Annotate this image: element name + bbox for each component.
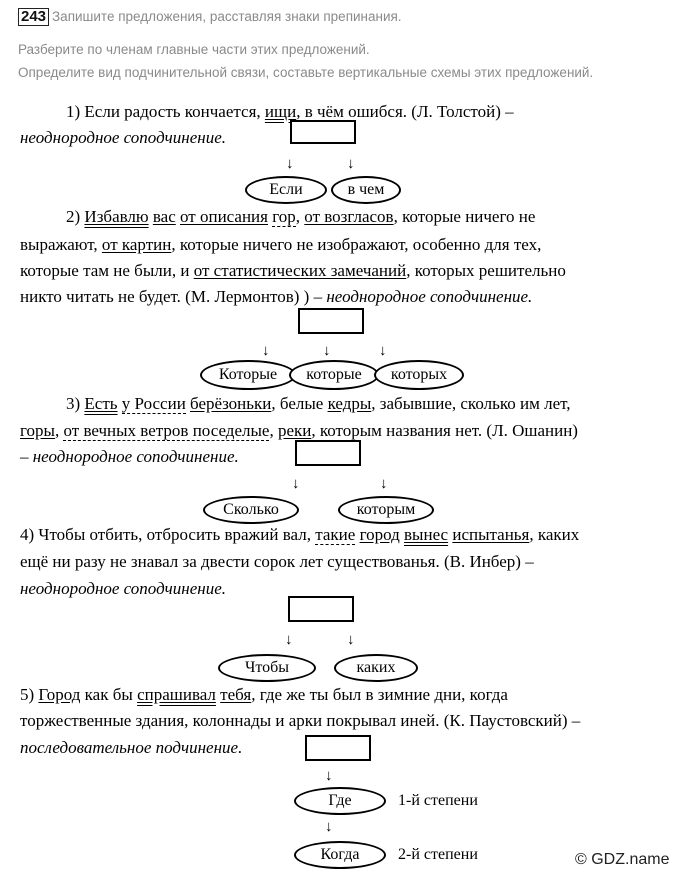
subject: кедры	[327, 394, 372, 413]
arrow-down-icon: ↓	[286, 156, 294, 172]
predicate: вынес	[404, 525, 449, 544]
subject: горы	[20, 421, 55, 440]
subject: реки	[277, 421, 312, 440]
sentence-2-line-1: 2) Избавлю вас от описания гор, от возгл…	[66, 206, 535, 228]
sentence-5-type: последовательное подчинение.	[20, 738, 243, 757]
arrow-down-icon: ↓	[292, 476, 300, 492]
text: , где же ты был в зимние дни, когда	[251, 685, 508, 704]
clause-oval: в чем	[331, 176, 401, 204]
arrow-down-icon: ↓	[323, 343, 331, 359]
task-instruction-1: Запишите предложения, расставляя знаки п…	[52, 9, 402, 24]
object: от картин	[101, 235, 172, 254]
text: ,	[269, 421, 278, 440]
sentence-4-line-1: 4) Чтобы отбить, отбросить вражий вал, т…	[20, 524, 579, 546]
sentence-2-type: неоднородное соподчинение.	[326, 287, 533, 306]
object: от статистических замечаний	[193, 261, 407, 280]
task-instruction-3: Определите вид подчинительной связи, сос…	[18, 65, 594, 80]
arrow-down-icon: ↓	[262, 343, 270, 359]
degree-label: 2-й степени	[398, 846, 478, 863]
sentence-1-type: неоднородное соподчинение.	[20, 128, 226, 147]
clause-oval: Если	[245, 176, 327, 204]
predicate: спрашивал	[137, 685, 216, 704]
text: 5)	[20, 685, 39, 704]
clause-oval: которые	[289, 360, 379, 390]
attribute: такие	[315, 525, 356, 545]
sentence-4-line-2: ещё ни разу не знавал за двести сорок ле…	[20, 552, 534, 571]
sentence-3-line-1: 3) Есть у России берёзоньки, белые кедры…	[66, 393, 571, 415]
text: , каких	[529, 525, 580, 544]
arrow-down-icon: ↓	[379, 343, 387, 359]
clause-oval: которых	[374, 360, 464, 390]
text: , которых решительно	[406, 261, 566, 280]
text: 4) Чтобы отбить, отбросить вражий вал,	[20, 525, 316, 544]
predicate: Избавлю	[84, 207, 149, 226]
sentence-5-line-1: 5) Город как бы спрашивал тебя, где же т…	[20, 684, 508, 706]
text: выражают,	[20, 235, 102, 254]
object: испытанья	[452, 525, 530, 544]
adverbial: у России	[121, 394, 186, 414]
clause-oval: Которые	[200, 360, 296, 390]
text: , которые ничего не изображают, особенно…	[171, 235, 542, 254]
sentence-1-line-1: 1) Если радость кончается, ищи, в чём ош…	[66, 101, 514, 123]
object: вас	[152, 207, 176, 226]
sentence-3-line-3: – неоднородное соподчинение.	[20, 446, 239, 468]
text: ,	[295, 207, 305, 226]
watermark: © GDZ.name	[575, 851, 670, 868]
object: от описания	[180, 207, 268, 226]
text: , забывшие, сколько им лет,	[371, 394, 571, 413]
text: которые там не были, и	[20, 261, 194, 280]
sentence-5-line-2: торжественные здания, колоннады и арки п…	[20, 711, 581, 730]
text: , в чём ошибся. (Л. Толстой) –	[296, 102, 514, 121]
attribute: гор	[272, 207, 296, 227]
predicate: ищи	[264, 102, 297, 121]
arrow-down-icon: ↓	[380, 476, 388, 492]
main-clause-box	[295, 440, 361, 466]
attribute: от вечных ветров поседелые	[63, 421, 270, 441]
main-clause-box	[290, 120, 356, 144]
arrow-down-icon: ↓	[325, 819, 333, 835]
text: ,	[54, 421, 64, 440]
main-clause-box	[298, 308, 364, 334]
subject: Город	[38, 685, 81, 704]
task-number: 243	[18, 8, 50, 26]
sentence-3-line-2: горы, от вечных ветров поседелые, реки, …	[20, 420, 578, 442]
clause-oval: которым	[338, 496, 434, 524]
predicate: Есть	[84, 394, 118, 413]
arrow-down-icon: ↓	[347, 156, 355, 172]
subject: берёзоньки	[190, 394, 272, 413]
subject: город	[359, 525, 400, 544]
text: как бы	[80, 685, 138, 704]
main-clause-box	[305, 735, 371, 761]
arrow-down-icon: ↓	[347, 632, 355, 648]
clause-oval: каких	[334, 654, 418, 682]
main-clause-box	[288, 596, 354, 622]
text: , которым названия нет. (Л. Ошанин)	[311, 421, 578, 440]
text: 2)	[66, 207, 85, 226]
clause-oval: Сколько	[203, 496, 299, 524]
text: , которые ничего не	[393, 207, 536, 226]
text: никто читать не будет. (М. Лермонтов) ) …	[20, 287, 327, 306]
arrow-down-icon: ↓	[285, 632, 293, 648]
object: от возгласов	[304, 207, 394, 226]
sentence-3-type: неоднородное соподчинение.	[32, 447, 239, 466]
sentence-4-type: неоднородное соподчинение.	[20, 579, 226, 598]
sentence-2-line-3: которые там не были, и от статистических…	[20, 260, 566, 282]
clause-oval: Когда	[294, 841, 386, 869]
text: 3)	[66, 394, 85, 413]
text: 1) Если радость кончается,	[66, 102, 265, 121]
degree-label: 1-й степени	[398, 792, 478, 809]
sentence-2-line-4: никто читать не будет. (М. Лермонтов) ) …	[20, 286, 532, 308]
arrow-down-icon: ↓	[325, 768, 333, 784]
clause-oval: Чтобы	[218, 654, 316, 682]
object: тебя	[220, 685, 252, 704]
text: , белые	[271, 394, 328, 413]
task-instruction-2: Разберите по членам главные части этих п…	[18, 42, 370, 57]
text: –	[20, 447, 33, 466]
clause-oval: Где	[294, 787, 386, 815]
sentence-2-line-2: выражают, от картин, которые ничего не и…	[20, 234, 541, 256]
